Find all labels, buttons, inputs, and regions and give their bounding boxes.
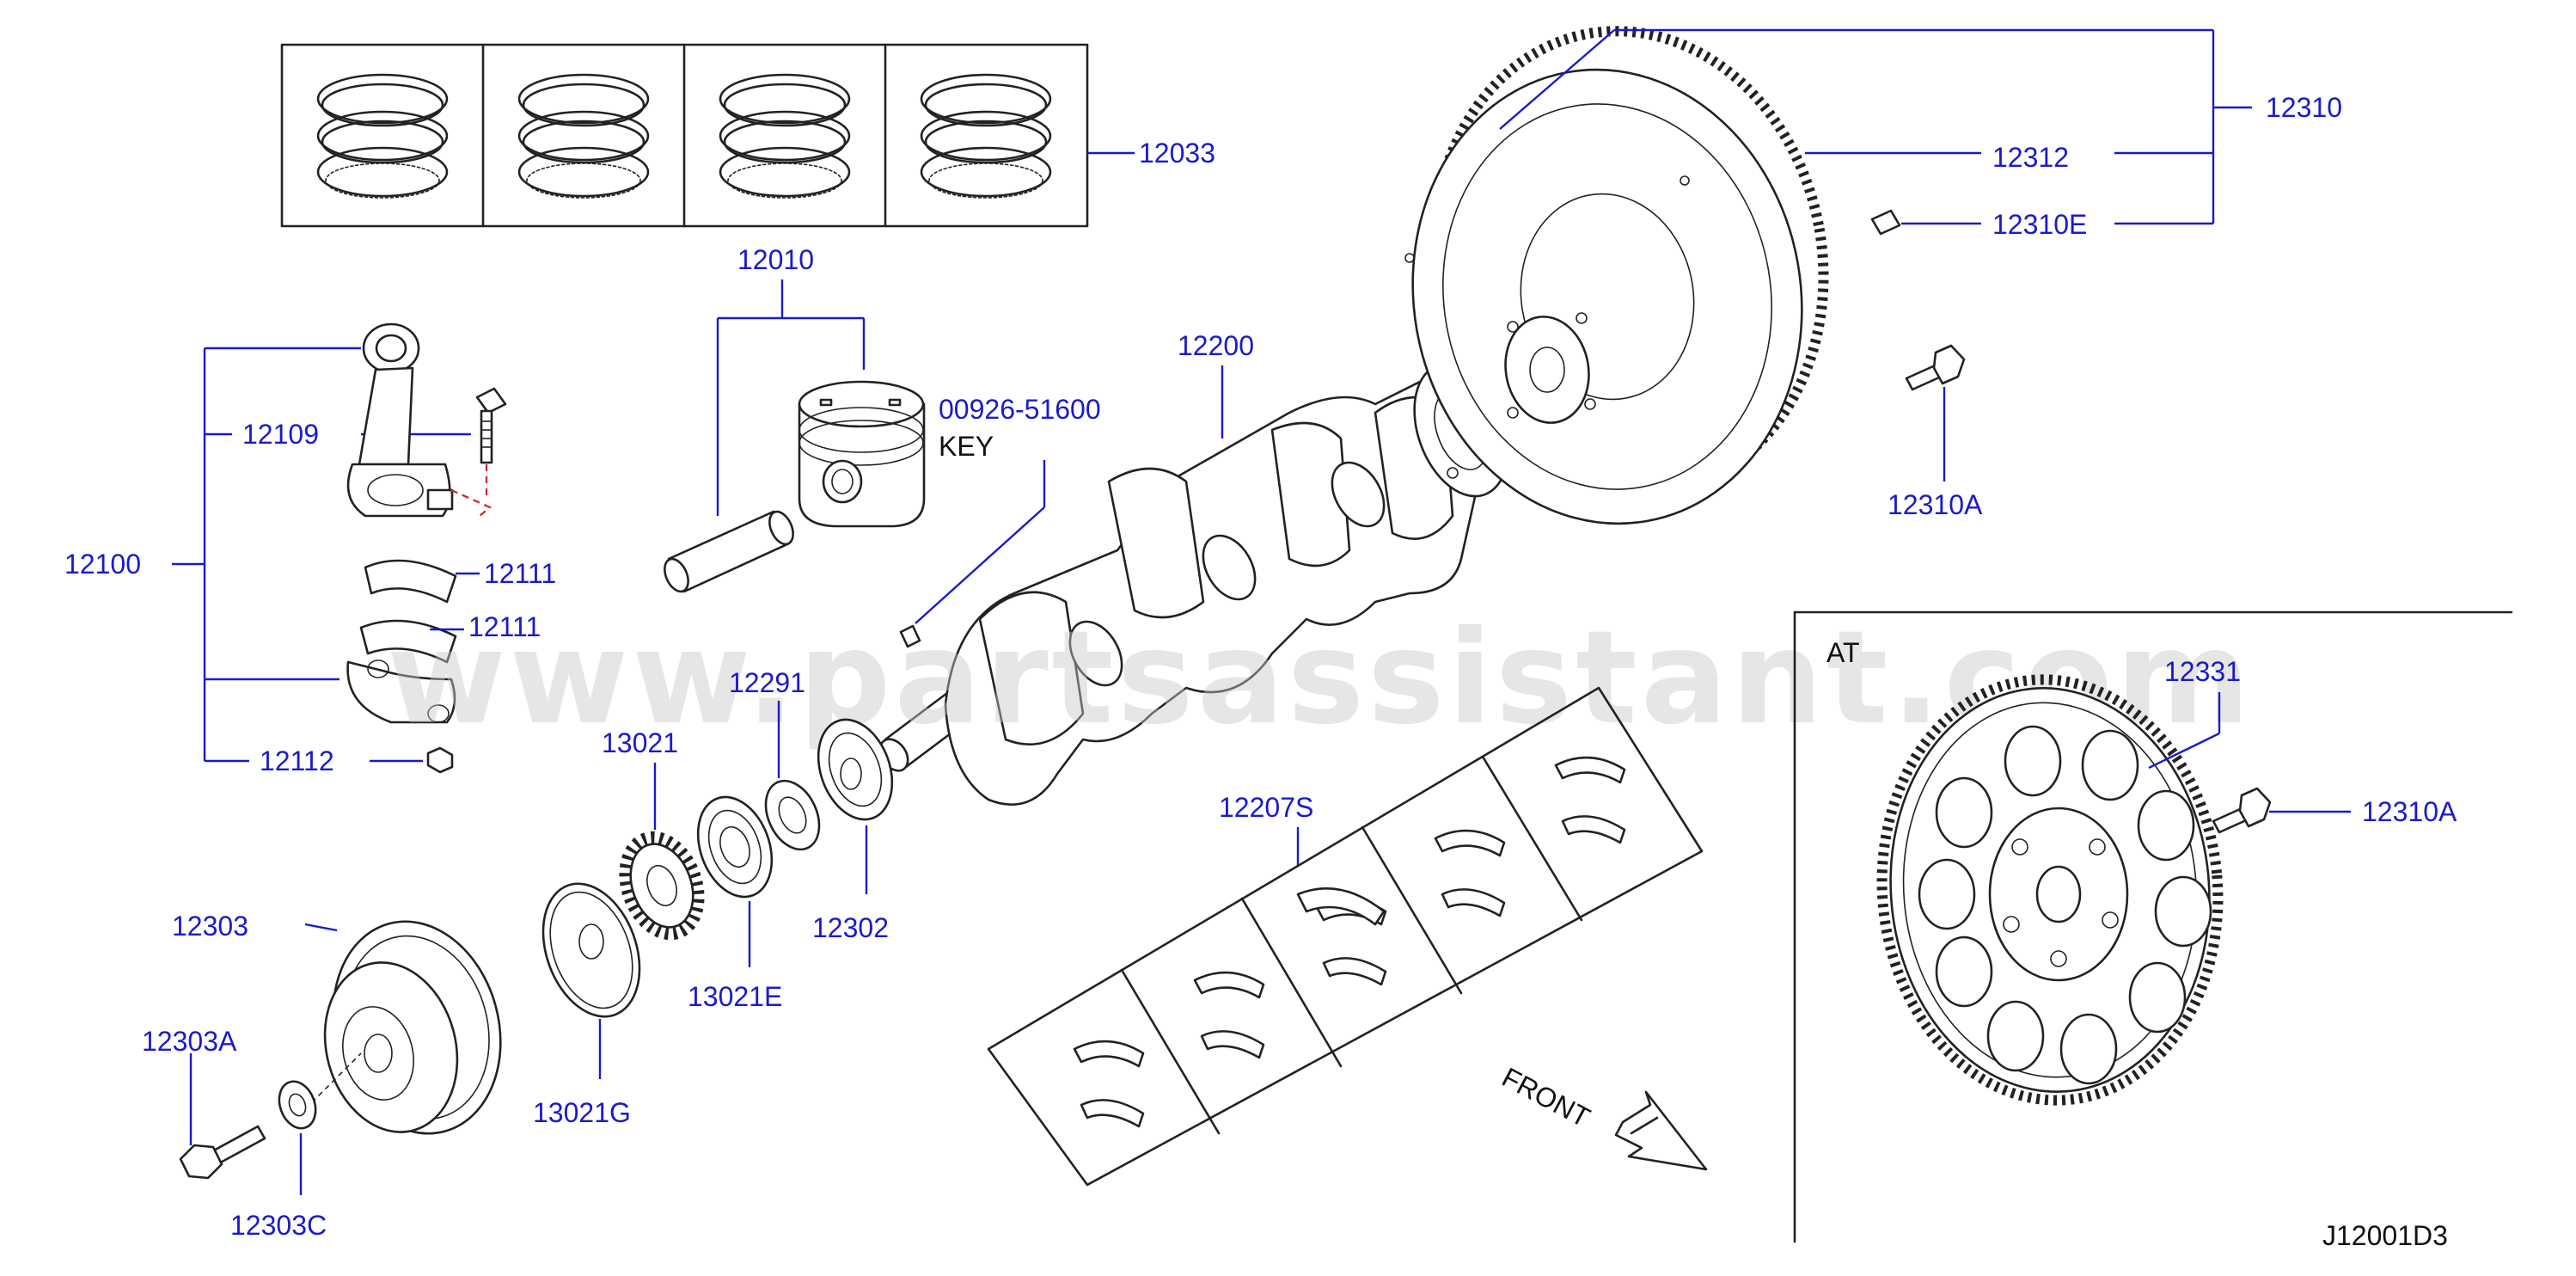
- part-label-12310[interactable]: 12310: [2266, 92, 2342, 123]
- drawing-code: J12001D3: [2322, 1220, 2448, 1251]
- part-label-12033[interactable]: 12033: [1139, 138, 1215, 169]
- crank-sprocket-13021-illustration: [619, 831, 705, 941]
- dowel-pin-illustration: [1870, 209, 1901, 236]
- front-direction-label: FRONT: [1497, 1061, 1595, 1133]
- rod-bearing-upper-illustration: [364, 559, 457, 604]
- part-label-12111-upper[interactable]: 12111: [484, 558, 556, 589]
- rod-bolt-illustration: [475, 387, 507, 499]
- part-label-12207S[interactable]: 12207S: [1219, 792, 1313, 823]
- rod-nut-illustration: [426, 746, 454, 774]
- flywheel-illustration: [1404, 26, 1829, 525]
- part-label-12331[interactable]: 12331: [2164, 656, 2241, 687]
- part-label-13021E[interactable]: 13021E: [688, 981, 782, 1012]
- drive-plate-bolt-illustration: [2212, 787, 2272, 834]
- part-label-12303C[interactable]: 12303C: [230, 1210, 327, 1241]
- at-section-label: AT: [1826, 637, 1860, 668]
- part-label-12111-lower[interactable]: 12111: [468, 611, 541, 642]
- part-label-12302[interactable]: 12302: [812, 912, 889, 943]
- rod-bearing-lower-illustration: [346, 619, 457, 724]
- key-label: KEY: [939, 431, 994, 462]
- at-section-frame: [1793, 610, 2513, 1243]
- part-label-12291[interactable]: 12291: [729, 667, 805, 698]
- piston-illustration: [798, 380, 926, 528]
- thrust-washer-12291-illustration: [764, 779, 821, 851]
- connecting-rod-illustration: [346, 322, 493, 518]
- pulley-washer-12303C-illustration: [278, 1080, 317, 1130]
- part-label-12109[interactable]: 12109: [242, 419, 319, 450]
- woodruff-key-illustration: [899, 624, 921, 648]
- part-label-12310A[interactable]: 12310A: [1888, 489, 1983, 520]
- part-label-12303A[interactable]: 12303A: [142, 1026, 237, 1057]
- part-label-12312[interactable]: 12312: [1992, 142, 2069, 173]
- flywheel-bolt-illustration: [1905, 344, 1966, 391]
- part-label-12100[interactable]: 12100: [64, 549, 141, 580]
- part-label-12310E[interactable]: 12310E: [1992, 209, 2087, 240]
- part-label-00926-51600[interactable]: 00926-51600: [939, 394, 1101, 425]
- front-direction-arrow-icon: [1614, 1090, 1708, 1171]
- part-label-12310A-at[interactable]: 12310A: [2362, 796, 2457, 827]
- piston-ring-set-illustration: [280, 43, 1089, 228]
- watermark-text: www.partsassistant.com: [387, 604, 2254, 753]
- part-label-12200[interactable]: 12200: [1178, 330, 1254, 361]
- pulley-bolt-12303A-illustration: [179, 1125, 266, 1180]
- oil-slinger-13021G-illustration: [542, 882, 641, 1018]
- main-bearing-set-illustration: [987, 686, 1704, 1187]
- crank-pulley-12303-illustration: [304, 920, 502, 1135]
- sprocket-spacer-13021E-illustration: [696, 795, 774, 899]
- piston-pin-illustration: [664, 510, 794, 593]
- part-label-13021G[interactable]: 13021G: [533, 1097, 631, 1128]
- part-label-13021[interactable]: 13021: [602, 727, 678, 758]
- drive-plate-illustration: [1876, 674, 2224, 1106]
- part-label-12303[interactable]: 12303: [172, 911, 248, 942]
- part-label-12112[interactable]: 12112: [260, 745, 334, 776]
- oil-pump-drive-12302-illustration: [817, 718, 894, 821]
- part-label-12010[interactable]: 12010: [737, 244, 814, 275]
